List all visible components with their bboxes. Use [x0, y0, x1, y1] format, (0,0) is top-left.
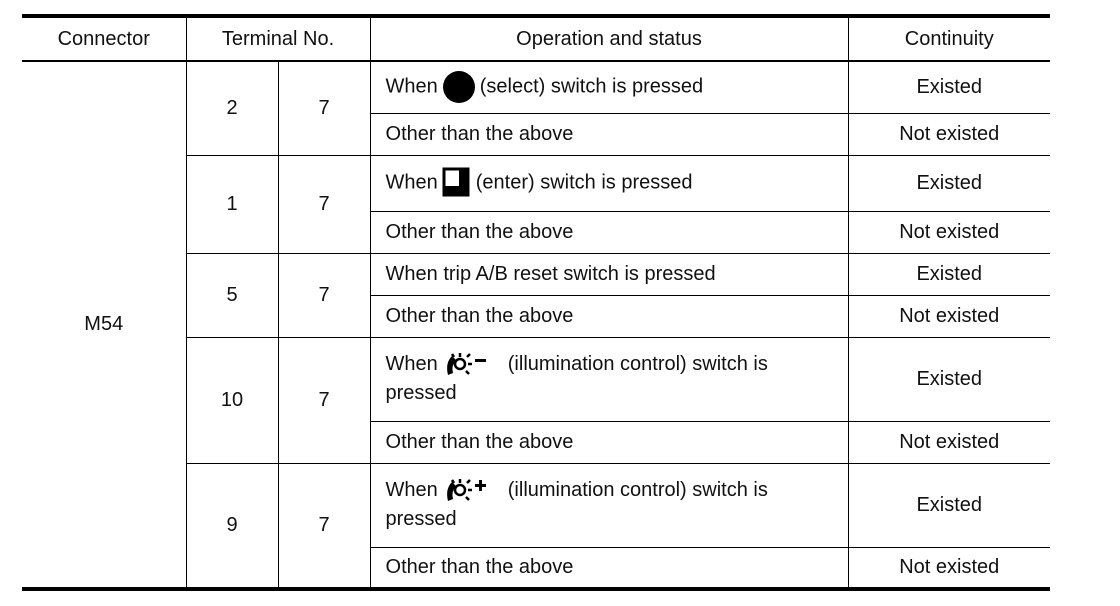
terminal-b-cell: 7	[277, 154, 371, 254]
table-row: 5 7 When trip A/B reset switch is presse…	[22, 252, 1051, 338]
continuity-cell: Not existed	[847, 420, 1051, 464]
connector-cell: M54	[22, 60, 187, 590]
terminal-b-cell: 7	[277, 252, 371, 338]
enter-square-icon	[442, 167, 472, 199]
operation-cell: When(illumination control) switch is pre…	[369, 336, 849, 422]
continuity-cell: Existed	[847, 462, 1051, 548]
continuity-cell: Not existed	[847, 294, 1051, 338]
operation-suffix: (select) switch is pressed	[479, 75, 704, 98]
operation-cell: When (select) switch is pressed	[369, 60, 849, 114]
terminal-a-cell: 2	[185, 60, 279, 156]
continuity-cell: Existed	[847, 154, 1051, 212]
continuity-cell: Existed	[847, 336, 1051, 422]
operation-cell: Other than the above	[370, 546, 849, 590]
continuity-cell: Existed	[847, 60, 1051, 114]
continuity-cell: Not existed	[847, 210, 1051, 254]
operation-cell: Other than the above	[370, 294, 849, 338]
header-terminal: Terminal No.	[185, 15, 371, 62]
operation-cell: Other than the above	[370, 420, 849, 464]
continuity-cell: Not existed	[847, 112, 1051, 156]
table-row: Other than the above Not existed	[22, 294, 1051, 338]
terminal-b-cell: 7	[277, 462, 371, 590]
operation-cell: Other than the above	[370, 112, 849, 156]
terminal-b-cell: 7	[277, 60, 371, 156]
operation-cell: When (enter) switch is pressed	[369, 154, 849, 212]
table-row: 9 7 When(illumination control) switch is…	[22, 462, 1051, 590]
table-header: Connector Terminal No. Operation and sta…	[22, 15, 1051, 62]
terminal-a-cell: 9	[186, 462, 279, 590]
header-continuity: Continuity	[847, 15, 1051, 62]
terminal-a-cell: 1	[186, 154, 279, 254]
terminal-b-cell: 7	[277, 336, 371, 464]
table-row: 1 7 When (enter) switch is pressed Existe…	[22, 154, 1051, 254]
operation-suffix: (illumination control) switch is pressed	[385, 479, 768, 530]
continuity-cell: Not existed	[847, 546, 1051, 590]
illumination-plus-icon	[442, 477, 504, 505]
operation-suffix: (enter) switch is pressed	[475, 171, 693, 194]
continuity-cell: Existed	[847, 252, 1051, 296]
operation-prefix: When	[385, 479, 438, 501]
operation-prefix: When	[385, 75, 438, 98]
operation-prefix: When	[385, 353, 438, 375]
operation-cell: When(illumination control) switch is pre…	[369, 462, 849, 548]
header-connector: Connector	[22, 15, 187, 62]
header-operation: Operation and status	[369, 15, 849, 62]
operation-cell: When trip A/B reset switch is pressed	[369, 252, 849, 296]
operation-prefix: When	[385, 171, 438, 194]
terminal-a-cell: 5	[186, 252, 279, 338]
table-row: M54 2 7 When (select) switch is pressed E…	[22, 60, 1051, 590]
operation-suffix: (illumination control) switch is pressed	[385, 353, 768, 404]
terminal-a-cell: 10	[186, 336, 279, 464]
operation-cell: Other than the above	[370, 210, 849, 254]
table-row: 10 7 When(illumination control) switch i…	[22, 336, 1051, 464]
continuity-table: Connector Terminal No. Operation and sta…	[22, 14, 1051, 591]
table-row: Other than the above Not existed	[22, 546, 1051, 590]
filled-circle-icon	[442, 70, 476, 104]
table-row: Other than the above Not existed	[22, 112, 1051, 156]
illumination-minus-icon	[442, 351, 504, 379]
table-row: Other than the above Not existed	[22, 420, 1051, 464]
